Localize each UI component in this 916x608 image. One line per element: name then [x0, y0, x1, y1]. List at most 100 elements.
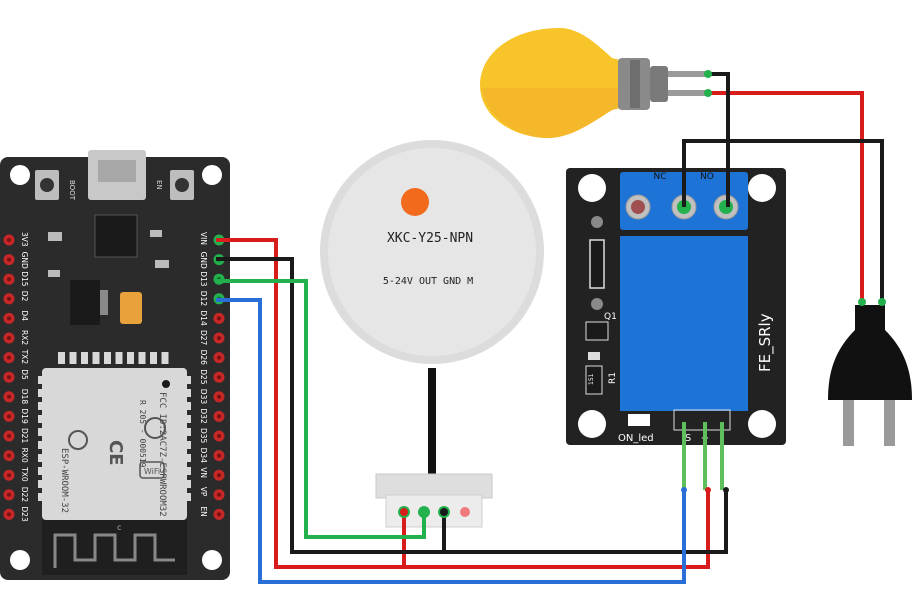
pin-label: VIN: [199, 232, 208, 245]
on-led: [628, 414, 650, 426]
esp32-pin-rx0[interactable]: RX0: [3, 448, 30, 463]
pin-hole: [217, 336, 221, 340]
esp32-pin-d26[interactable]: D26: [199, 350, 225, 366]
pin-label: D14: [199, 310, 208, 326]
pin-hole: [7, 257, 11, 262]
module-pad: [138, 352, 146, 364]
pin-hole: [217, 375, 221, 380]
pin-label: VP: [199, 487, 208, 497]
esp32-pin-d32[interactable]: D32: [199, 408, 225, 424]
esp32-pin-d19[interactable]: D19: [3, 408, 30, 424]
esp32-pin-d34[interactable]: D34: [199, 448, 225, 464]
esp32-pin-vp[interactable]: VP: [199, 487, 225, 501]
sensor-model: XKC-Y25-NPN: [387, 231, 473, 246]
terminal-dot: [438, 506, 450, 518]
esp32-pin-en[interactable]: EN: [199, 506, 225, 520]
pin-hole: [7, 394, 11, 399]
wifi-badge-icon: [139, 461, 165, 479]
pin-hole: [217, 512, 221, 517]
sensor-connector: [375, 473, 493, 499]
pin-label: D26: [199, 350, 208, 366]
esp32-pin-d22[interactable]: D22: [3, 487, 30, 503]
recycle-icon: [68, 430, 88, 450]
boot-label: BOOT: [68, 180, 76, 201]
terminal-dot: [878, 298, 886, 306]
module-pad: [81, 352, 88, 364]
esp32-pin-d33[interactable]: D33: [199, 389, 225, 405]
q1-label: Q1: [604, 312, 617, 322]
esp32-pin-gnd[interactable]: GND: [3, 252, 30, 269]
esp32-pin-d21[interactable]: D21: [3, 428, 30, 444]
pin-label: RX0: [20, 448, 29, 463]
esp32-pin-d27[interactable]: D27: [199, 330, 225, 346]
pin-label: D13: [199, 271, 208, 287]
bulb-base-ring: [630, 60, 640, 108]
pin-hole: [7, 238, 11, 242]
sensor-inner: [328, 148, 536, 356]
esp32-pin-d23[interactable]: D23: [3, 506, 30, 522]
esp32-pin-vn[interactable]: VN: [199, 467, 225, 481]
esp32-pin-d5[interactable]: D5: [3, 369, 30, 383]
transistor-q1: [585, 321, 609, 341]
bulb-glass-shade: [482, 88, 620, 138]
module-pad: [69, 352, 77, 364]
antenna-trace: [53, 533, 175, 568]
module-text-3: ESP-WROOM-32: [59, 448, 69, 513]
esp32-pin-d15[interactable]: D15: [3, 271, 30, 287]
module-pad: [127, 352, 134, 364]
relay-name: FE_SRly: [756, 313, 775, 372]
liquid-level-sensor: XKC-Y25-NPN 5-24V OUT GND M: [320, 140, 544, 528]
esp32-pin-tx2[interactable]: TX2: [3, 349, 30, 365]
module-pad: [161, 352, 169, 364]
diode-pad: [591, 216, 603, 228]
esp32-pin-d14[interactable]: D14: [199, 310, 225, 326]
terminal-dot: [705, 487, 711, 493]
mount-hole: [10, 550, 30, 570]
esp32-pin-d35[interactable]: D35: [199, 428, 225, 444]
esp32-pin-tx0[interactable]: TX0: [3, 466, 30, 482]
terminal-dot: [723, 487, 729, 493]
wroom-module: [42, 368, 187, 520]
pin-label: D18: [20, 389, 29, 405]
en-button-cap: [175, 178, 189, 192]
plug-pin-right: [884, 400, 895, 446]
esp32-pin-d4[interactable]: D4: [3, 310, 30, 324]
pin-hole: [7, 512, 11, 517]
wire-com-black: [682, 139, 884, 304]
pin-hole: [7, 355, 11, 360]
esp32-pin-3v3[interactable]: 3V3: [3, 232, 30, 247]
smd-part: [588, 352, 600, 360]
plug-body: [828, 305, 912, 400]
pin-label: RX2: [20, 330, 29, 345]
light-bulb: [480, 28, 710, 138]
mount-hole: [202, 550, 222, 570]
module-pad: [150, 352, 157, 364]
pin-hole: [217, 453, 221, 458]
pin-label: D23: [20, 506, 29, 522]
wire-d12-blue: [216, 298, 686, 584]
screw-com-slot: [631, 200, 645, 214]
pin-hole: [217, 316, 221, 321]
esp32-pin-d18[interactable]: D18: [3, 389, 30, 405]
r1-label: R1: [608, 372, 618, 384]
pin-label: D12: [199, 291, 208, 307]
wifi-badge-label: WiFi: [144, 467, 160, 476]
terminal-dot: [418, 506, 430, 518]
module-ce-mark: CE: [105, 440, 126, 466]
pin-hole: [217, 492, 221, 497]
relay-module: NC NO FE_SRly Q1 151 R1 ON_led S + -: [566, 168, 786, 445]
esp32-pin-d25[interactable]: D25: [199, 369, 225, 385]
diode: [589, 239, 605, 289]
pin-hole: [217, 355, 221, 360]
on-led-label: ON_led: [618, 433, 654, 444]
pin-label: TX2: [20, 349, 29, 365]
esp32-pin-d2[interactable]: D2: [3, 291, 30, 305]
boot-button-cap: [40, 178, 54, 192]
capacitor: [120, 292, 142, 324]
esp32-pin-rx2[interactable]: RX2: [3, 330, 30, 345]
power-plug: [828, 305, 912, 446]
pin-hole: [7, 316, 11, 321]
small-part: [48, 232, 62, 241]
bulb-terminal-bottom: [668, 90, 710, 96]
